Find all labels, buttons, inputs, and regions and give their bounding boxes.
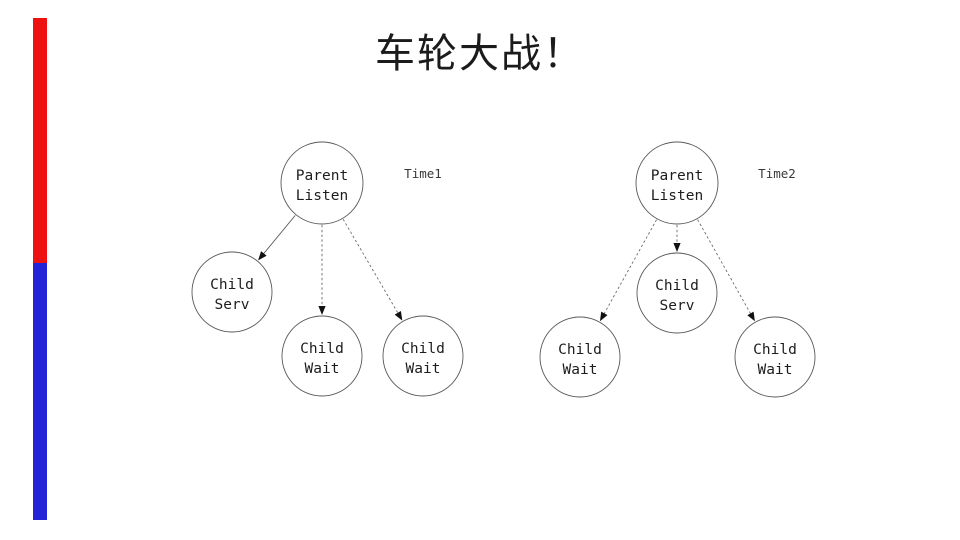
accent-bar-red-segment [33, 18, 47, 263]
node-circle-child-wait-1 [281, 315, 363, 397]
edge-parent-to-child-wait-1 [602, 219, 657, 316]
node-circle-parent [280, 141, 364, 225]
arrowhead-parent-to-child-wait-2 [394, 311, 403, 321]
edge-parent-to-child-serv [262, 215, 296, 256]
node-label-line1: Child [401, 341, 445, 357]
node-label-line2: Wait [758, 362, 793, 378]
page-title: 车轮大战！ [375, 31, 585, 77]
node-label-line1: Child [753, 342, 797, 358]
time-label-time1: Time1 [404, 166, 442, 181]
arrowhead-parent-to-child-wait-2 [747, 311, 755, 322]
arrowhead-parent-to-child-wait-1 [599, 311, 608, 322]
node-label-line1: Child [558, 342, 602, 358]
edge-parent-to-child-wait-2 [697, 219, 752, 316]
time-label-time2: Time2 [758, 166, 796, 181]
node-circle-child-serv [191, 251, 273, 333]
node-label-line1: Child [655, 278, 699, 294]
node-label-line2: Listen [296, 188, 348, 204]
node-label-line1: Parent [296, 168, 348, 184]
node-label-line1: Child [300, 341, 344, 357]
node-label-line2: Wait [305, 361, 340, 377]
diagram-time1: ParentListenChildServChildWaitChildWaitT… [191, 141, 464, 397]
arrowhead-parent-to-child-wait-1 [318, 306, 326, 315]
left-accent-bar [33, 18, 47, 520]
edge-parent-to-child-wait-2 [342, 219, 400, 315]
node-circle-child-wait-1 [539, 316, 621, 398]
node-label-line1: Child [210, 277, 254, 293]
node-circle-child-wait-2 [382, 315, 464, 397]
node-label-line2: Serv [660, 298, 695, 314]
diagram-time2: ParentListenChildServChildWaitChildWaitT… [539, 141, 816, 398]
node-circle-child-wait-2 [734, 316, 816, 398]
arrowhead-parent-to-child-serv [258, 251, 267, 261]
accent-bar-blue-segment [33, 263, 47, 520]
node-label-line2: Listen [651, 188, 703, 204]
node-label-line2: Serv [215, 297, 250, 313]
arrowhead-parent-to-child-serv [673, 243, 681, 252]
node-label-line2: Wait [563, 362, 598, 378]
node-label-line2: Wait [406, 361, 441, 377]
node-label-line1: Parent [651, 168, 703, 184]
node-circle-child-serv [636, 252, 718, 334]
node-circle-parent [635, 141, 719, 225]
